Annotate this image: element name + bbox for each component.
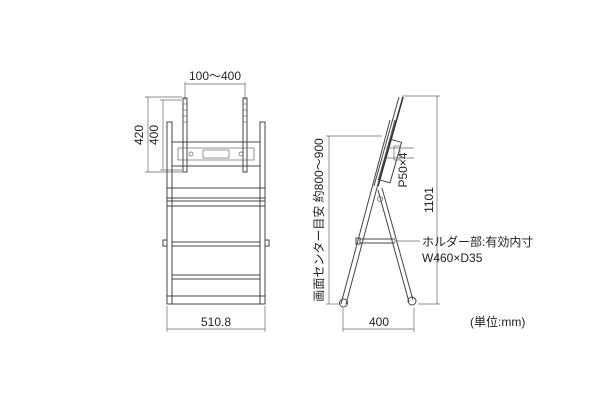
vesa-width-label: 100～400: [189, 69, 241, 83]
mount-height-dimension: 420 400: [132, 96, 182, 173]
vesa-rails: [182, 97, 248, 173]
unit-note: (単位:mm): [470, 314, 525, 329]
display-panel: [373, 96, 404, 187]
lower-shelves: [162, 200, 270, 305]
screen-center-dimension: 画面センター目安 約800～900: [311, 135, 382, 305]
mount-crossbar: [171, 141, 261, 167]
rear-leg: [377, 187, 417, 306]
vesa-pitch-label: P50×4: [396, 152, 410, 187]
side-crossbar: [355, 237, 395, 245]
base-width-label: 510.8: [201, 315, 231, 329]
holder-note-line2: W460×D35: [422, 251, 483, 265]
total-height-label: 1101: [422, 187, 436, 213]
holder-note-line1: ホルダー部:有効内寸: [422, 234, 533, 249]
mount-height-outer-label: 420: [132, 125, 146, 145]
mount-height-inner-label: 400: [147, 125, 161, 145]
base-width-dimension: 510.8: [166, 306, 266, 332]
screen-center-label: 画面センター目安 約800～900: [311, 138, 326, 302]
depth-dimension: 400: [342, 308, 415, 332]
total-height-dimension: 1101: [402, 95, 440, 305]
front-view: 100～400 420 400: [132, 69, 270, 332]
vesa-width-dimension: 100～400: [184, 69, 246, 100]
front-uprights: [166, 121, 266, 305]
front-leg: [339, 119, 396, 308]
depth-label: 400: [369, 315, 389, 329]
side-view: 画面センター目安 約800～900 1101 P50×4: [311, 95, 533, 332]
upper-shelf: [166, 187, 266, 199]
